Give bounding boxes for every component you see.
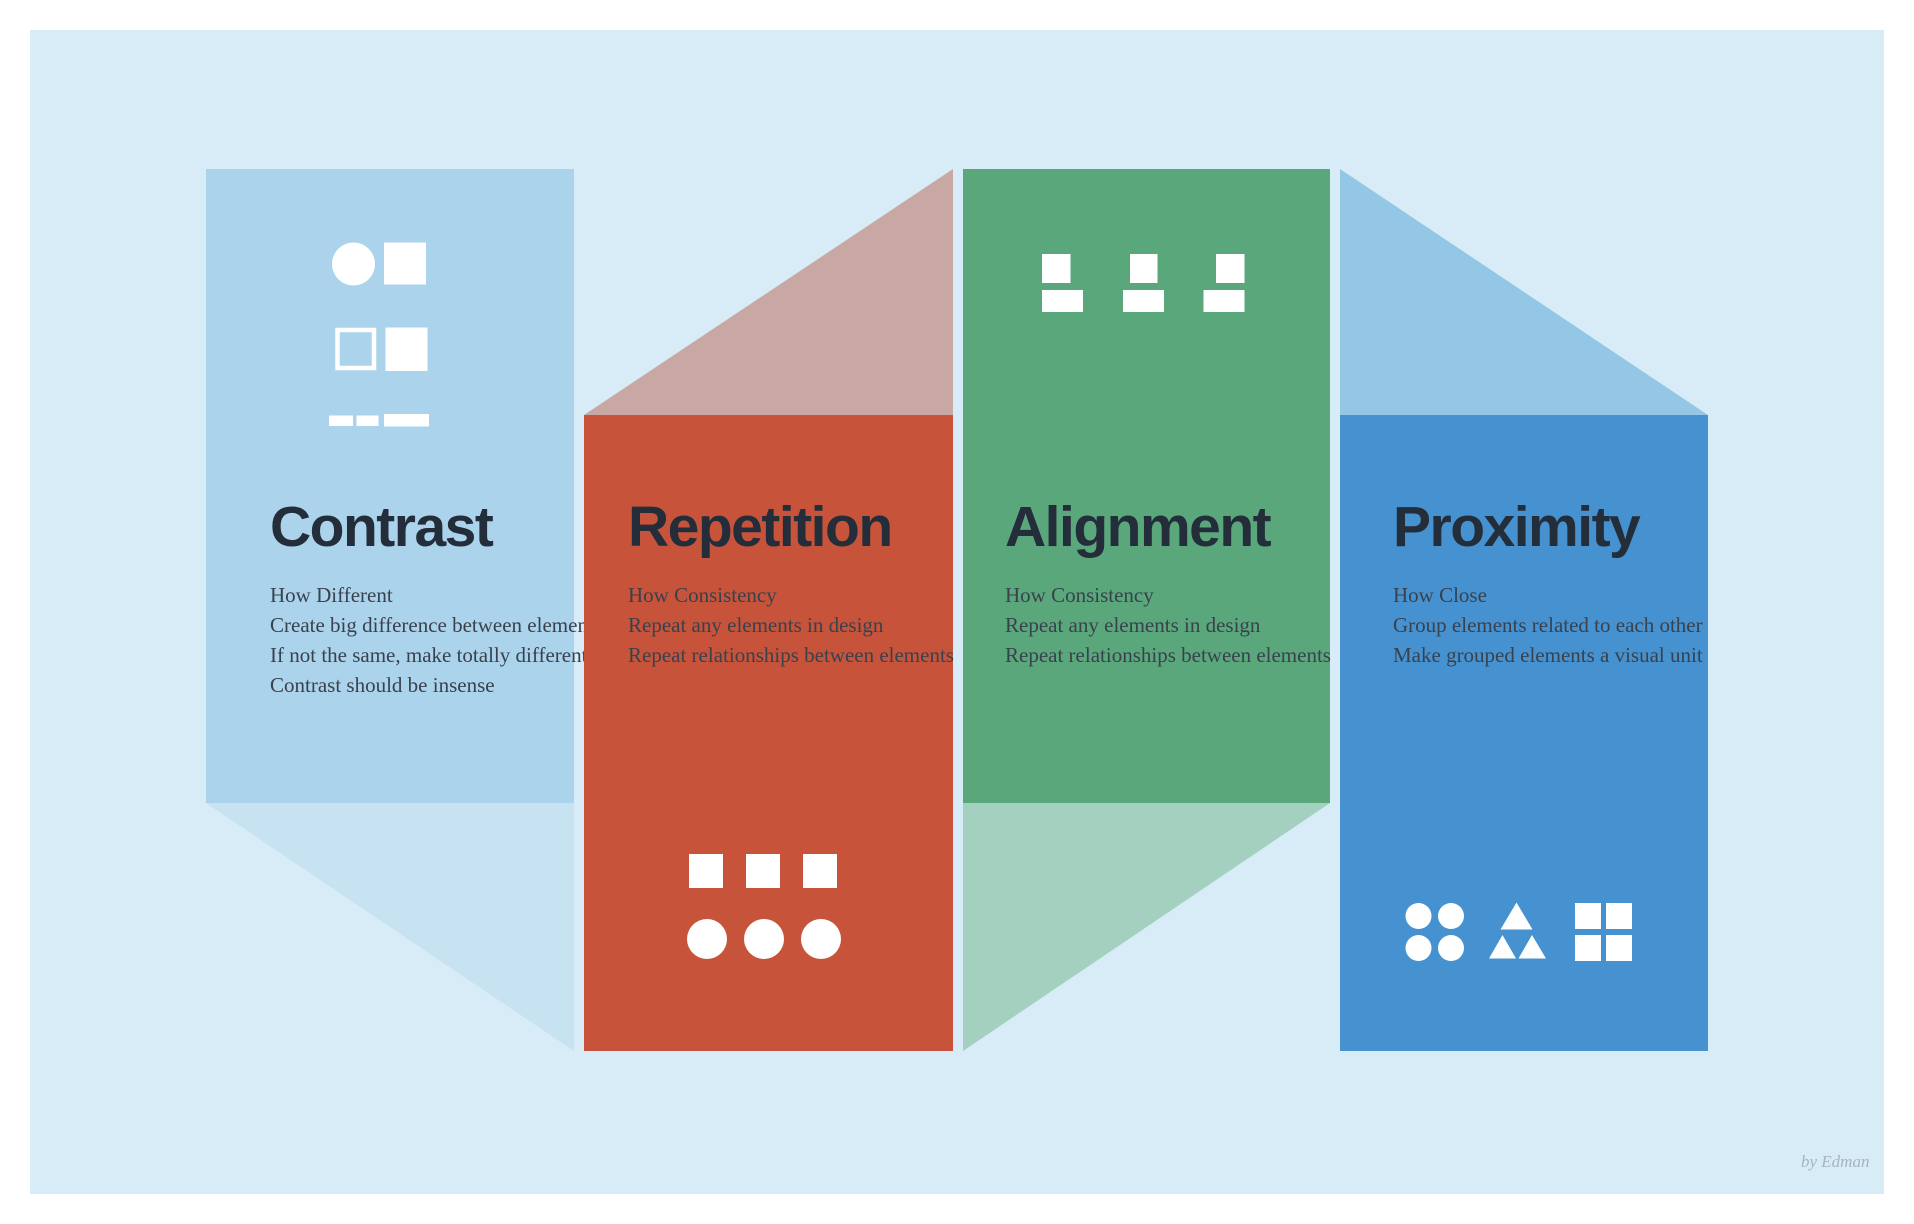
panel-text-line: How Close [1393,583,1487,607]
panel-proximity: Proximity How Close Group elements relat… [1340,415,1708,1051]
repetition-shapes-icon [687,854,841,959]
proximity-shapes-icon [1405,902,1632,961]
panel-text-line: Make grouped elements a visual unit [1393,643,1703,667]
panel-title: Contrast [270,495,494,559]
panel-text-line: Create big difference between elements [270,613,602,637]
alignment-shapes-icon [1042,254,1245,312]
panel-text-line: Repeat relationships between elements [1005,643,1331,667]
panel-title: Alignment [1005,495,1272,559]
panel-text-line: How Different [270,583,393,607]
panel-text-line: Repeat relationships between elements [628,643,954,667]
panel-text-line: How Consistency [1005,583,1154,607]
panel-text-line: If not the same, make totally different [270,643,588,667]
panel-title: Repetition [628,495,893,559]
author-credit: by Edman [1801,1152,1870,1171]
panel-title: Proximity [1393,495,1641,559]
panel-text-line: Contrast should be insense [270,673,495,697]
panel-text-line: How Consistency [628,583,777,607]
panel-text-line: Repeat any elements in design [628,613,884,637]
panel-repetition: Repetition How Consistency Repeat any el… [584,415,954,1051]
panel-text-line: Group elements related to each other [1393,613,1703,637]
panel-alignment: Alignment How Consistency Repeat any ele… [963,169,1331,803]
panel-text-line: Repeat any elements in design [1005,613,1261,637]
panel-contrast: Contrast How Different Create big differ… [206,169,602,803]
contrast-shapes-icon [329,242,429,427]
